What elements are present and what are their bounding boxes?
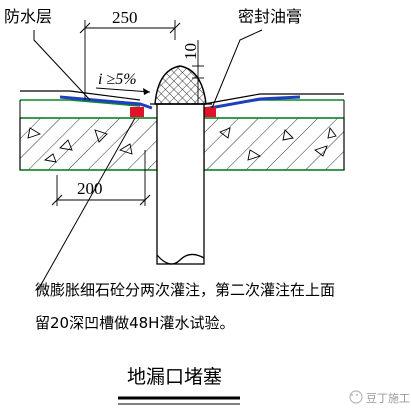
dimension-10	[192, 40, 204, 104]
slope-arrow	[95, 87, 151, 93]
sealant-block-left	[130, 107, 144, 117]
note-line-2: 留20深凹槽做48H灌水试验。	[35, 314, 234, 332]
note-leader	[37, 117, 136, 291]
waterproof-membrane	[59, 95, 153, 110]
dimension-250	[79, 20, 181, 100]
note-line-1: 微膨胀细石砼分两次灌注，第二次灌注在上面	[35, 281, 335, 299]
diagram-title: 地漏口堵塞	[127, 366, 222, 388]
sealant-label: 密封油膏	[238, 7, 302, 26]
drain-grate-dome	[150, 65, 212, 105]
dimension-10-label: 10	[181, 43, 200, 60]
waterproof-membrane-right	[209, 95, 301, 110]
watermark-text: 豆丁施工	[366, 392, 410, 405]
dimension-200	[51, 150, 151, 206]
sealant-block-right	[202, 107, 216, 117]
drain-pipe	[156, 103, 205, 265]
floor-surface-line	[20, 90, 344, 105]
slab-right	[203, 117, 345, 171]
dimension-200-label: 200	[77, 179, 103, 198]
sealant-leader	[211, 29, 263, 109]
watermark-logo-icon	[349, 390, 363, 404]
slab-left	[19, 117, 158, 171]
dimension-250-label: 250	[112, 8, 138, 27]
waterproof-layer-leader	[33, 30, 91, 101]
slope-label: i ≥5%	[98, 71, 137, 88]
slope-arrow-head	[143, 88, 150, 95]
waterproof-layer-label: 防水层	[4, 7, 52, 26]
